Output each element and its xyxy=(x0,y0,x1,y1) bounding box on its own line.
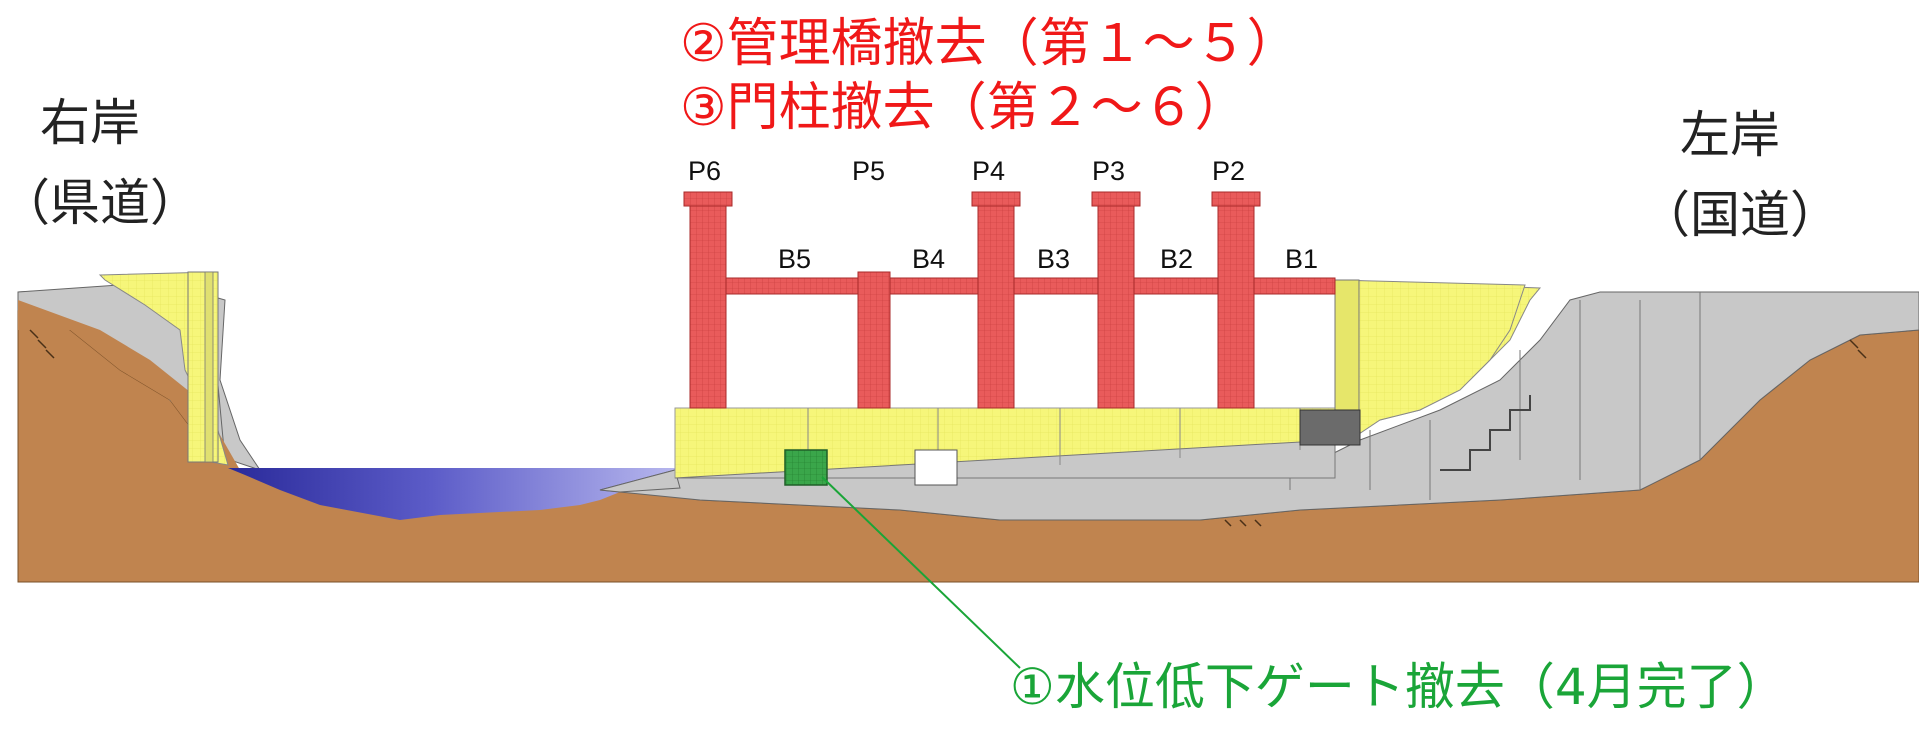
pier-label: P6 xyxy=(688,156,722,186)
pier-label: P3 xyxy=(1092,156,1126,186)
inspection-gallery xyxy=(914,449,958,486)
pillar-p3 xyxy=(1097,191,1135,409)
gate-callout-leader xyxy=(821,476,1021,669)
pillar-p5 xyxy=(857,271,891,409)
right-bank-road-label: （県道） xyxy=(0,174,200,232)
reservoir-water xyxy=(228,468,680,520)
pillar-p2 xyxy=(1217,191,1255,409)
bridge-span-label: B4 xyxy=(912,244,946,274)
pier-label: P5 xyxy=(852,156,886,186)
drawdown-gate xyxy=(784,449,828,486)
pillar-removal-callout: ③門柱撤去（第２～６） xyxy=(680,78,1247,138)
gate-removal-callout: ①水位低下ゲート撤去（4月完了） xyxy=(1010,658,1787,716)
bridge-span-label: B3 xyxy=(1037,244,1071,274)
gate-pillars xyxy=(683,191,1261,409)
pier-label: P4 xyxy=(972,156,1006,186)
bridge-removal-callout: ②管理橋撤去（第１～５） xyxy=(680,14,1299,74)
left-bank-road-label: （国道） xyxy=(1640,186,1840,244)
dam-foundation xyxy=(599,291,1919,521)
bridge-span-label: B2 xyxy=(1160,244,1194,274)
pier-label: P2 xyxy=(1212,156,1246,186)
bridge-span-label: B1 xyxy=(1285,244,1319,274)
right-bank-label: 右岸 xyxy=(40,94,140,152)
pillar-p6 xyxy=(689,191,727,409)
bridge-span-label: B5 xyxy=(778,244,812,274)
left-bank-label: 左岸 xyxy=(1680,106,1780,164)
pillar-p4 xyxy=(977,191,1015,409)
